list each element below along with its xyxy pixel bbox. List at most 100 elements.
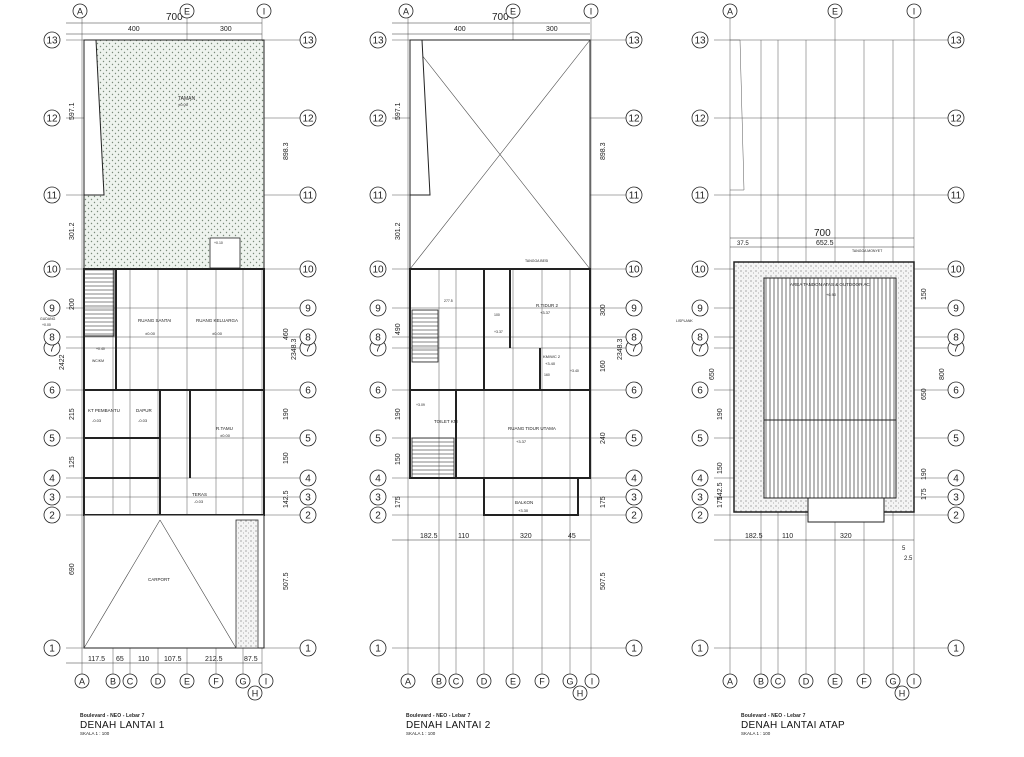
grid-bubble-12	[299, 109, 317, 127]
grid-bubble-label-9: 9	[305, 304, 311, 315]
grid-bubble-12	[625, 109, 643, 127]
grid-bubble-A	[74, 673, 90, 689]
svg-text:2348.3: 2348.3	[617, 338, 624, 360]
svg-text:400: 400	[454, 26, 466, 33]
grid-bubble-label-H: H	[252, 689, 259, 699]
grid-bubble-label-2: 2	[375, 511, 381, 522]
bottom-dimensions-1: 117.5 65 110 107.5 212.5 87.5	[88, 656, 258, 663]
grid-bubble-label-A: A	[727, 7, 733, 17]
svg-text:WC/KM: WC/KM	[92, 359, 104, 363]
svg-text:160: 160	[544, 373, 550, 377]
walls-lantai-2	[409, 268, 591, 516]
grid-bubble-6	[625, 381, 643, 399]
svg-text:190: 190	[283, 408, 290, 420]
grid-bubble-label-2: 2	[631, 511, 637, 522]
grid-bubble-label-11: 11	[629, 191, 640, 202]
grid-bubble-label-9: 9	[697, 304, 703, 315]
room-label-r-tamu: R.TAMU	[216, 426, 233, 431]
grid-bubble-4	[299, 469, 317, 487]
annotations-3: TANGGA MONYET LISPLANK	[676, 249, 883, 323]
grid-bubble-label-3: 3	[49, 493, 55, 504]
grid-bubble-label-5: 5	[697, 434, 703, 445]
room-label-kt-pembantu: KT PEMBANTU	[88, 408, 120, 413]
grid-bubble-label-H: H	[577, 689, 584, 699]
grid-bubble-I	[258, 673, 274, 689]
grid-bubble-4	[43, 469, 61, 487]
grid-bubble-label-4: 4	[697, 474, 703, 485]
grid-bubble-label-D: D	[155, 677, 162, 687]
grid-bubble-F	[534, 673, 550, 689]
room-level-ruang-tidur-utama: +3.37	[516, 439, 527, 444]
svg-text:110: 110	[138, 656, 149, 663]
grid-bubble-C	[448, 673, 464, 689]
svg-text:652.5: 652.5	[816, 240, 834, 247]
drawing-title: DENAH LANTAI 1	[80, 720, 165, 731]
svg-text:TANGGA MONYET: TANGGA MONYET	[852, 249, 883, 253]
grid-bubble-label-3: 3	[305, 493, 311, 504]
grid-bubble-5	[625, 429, 643, 447]
grid-bubble-label-13: 13	[694, 36, 706, 47]
carport-area	[83, 514, 265, 649]
grid-bubble-1	[691, 639, 709, 657]
right-dimensions-1: 898.3 460 2348.3 190 150 142.5 507.5	[283, 142, 298, 590]
room-label-balkon: BALKON	[515, 500, 533, 505]
svg-text:100: 100	[494, 313, 500, 317]
grid-bubble-label-11: 11	[695, 191, 706, 202]
svg-text:2348.3: 2348.3	[291, 338, 298, 360]
grid-bubble-3	[369, 488, 387, 506]
grid-bubble-label-6: 6	[631, 386, 637, 397]
grid-bubble-label-A: A	[727, 677, 733, 687]
grid-bubble-label-I: I	[591, 677, 594, 687]
svg-text:175: 175	[921, 488, 928, 500]
room-level-r-tamu: ±0.00	[220, 433, 231, 438]
grid-bubble-A	[72, 3, 88, 19]
grid-bubble-C	[122, 673, 138, 689]
room-label-dapur: DAPUR	[136, 408, 153, 413]
room-label-toilet-km: TOILET KM	[434, 419, 458, 424]
grid-bubble-13	[369, 31, 387, 49]
svg-text:277.5: 277.5	[444, 299, 453, 303]
grid-bubble-D	[476, 673, 492, 689]
grid-bubble-D	[798, 673, 814, 689]
room-label-r-tidur-2: R.TIDUR 2	[536, 303, 558, 308]
svg-text:142.5: 142.5	[717, 482, 724, 500]
grid-bubble-label-10: 10	[302, 265, 314, 276]
grid-bubble-6	[43, 381, 61, 399]
grid-bubble-12	[947, 109, 965, 127]
grid-bubble-9	[299, 299, 317, 317]
svg-text:200: 200	[69, 298, 76, 310]
svg-text:150: 150	[717, 462, 724, 474]
grid-bubble-4	[625, 469, 643, 487]
bottom-dimensions-3: 182.5 110 320 5 2.5	[745, 533, 913, 562]
svg-text:GUDANG: GUDANG	[40, 317, 56, 321]
grid-bubble-label-6: 6	[49, 386, 55, 397]
grid-bubble-label-7: 7	[305, 344, 311, 355]
grid-bubble-label-I: I	[263, 7, 266, 17]
svg-text:37.5: 37.5	[737, 241, 749, 247]
room-label-area-tandon: AREA TANDON ATAS & OUTDOOR AC	[790, 282, 870, 287]
taman-area	[83, 39, 265, 270]
grid-bubble-label-3: 3	[953, 493, 959, 504]
grid-bubble-13	[299, 31, 317, 49]
svg-text:650: 650	[921, 388, 928, 400]
svg-text:150: 150	[921, 288, 928, 300]
grid-bubble-11	[691, 186, 709, 204]
grid-bubble-13	[691, 31, 709, 49]
grid-bubble-4	[691, 469, 709, 487]
svg-text:650: 650	[709, 368, 716, 380]
svg-text:320: 320	[520, 533, 532, 540]
drawing-scale: SKALA 1 : 100	[406, 731, 436, 736]
grid-bubble-B	[753, 673, 769, 689]
grid-bubble-label-13: 13	[628, 36, 640, 47]
grid-bubble-label-3: 3	[375, 493, 381, 504]
room-label-taman: TAMAN	[178, 96, 196, 102]
svg-text:400: 400	[128, 26, 140, 33]
grid-bubble-label-C: C	[775, 677, 782, 687]
room-level-dapur: -0.03	[138, 418, 148, 423]
grid-bubble-9	[691, 299, 709, 317]
grid-bubble-label-G: G	[239, 677, 246, 687]
room-label-carport: CARPORT	[148, 577, 170, 582]
grid-bubble-10	[369, 260, 387, 278]
grid-bubble-E	[179, 3, 195, 19]
